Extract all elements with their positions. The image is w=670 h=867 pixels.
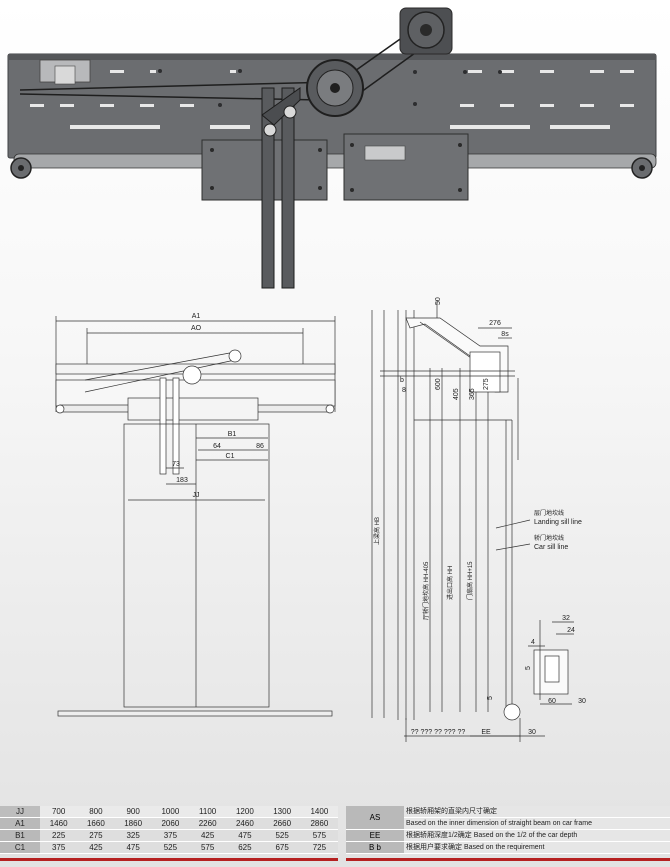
table-cell: 2860 xyxy=(300,817,338,830)
note-key: AS xyxy=(346,806,404,830)
table-cell: 1200 xyxy=(226,806,264,818)
table-cell: 375 xyxy=(40,841,78,854)
table-cell: 1400 xyxy=(300,806,338,818)
row-header: JJ xyxy=(0,806,40,818)
table-cell: 525 xyxy=(151,841,189,854)
table-cell: 900 xyxy=(114,806,152,818)
note-en: Based on the 1/2 of the car depth xyxy=(473,832,578,839)
table-row: JJ 700 800 900 1000 1100 1200 1300 1400 xyxy=(0,806,338,818)
notes-table-accent-bar xyxy=(346,858,670,861)
table-row: B1 225 275 325 375 425 475 525 575 xyxy=(0,829,338,842)
table-row: A1 1460 1660 1860 2060 2260 2460 2660 28… xyxy=(0,817,338,830)
door-knife-roller-2 xyxy=(283,105,297,119)
table-cell: 2260 xyxy=(189,817,227,830)
table-cell: 725 xyxy=(300,841,338,854)
table-row: EE 根据轿厢深度1/2确定 Based on the 1/2 of the c… xyxy=(346,829,670,842)
note-key: EE xyxy=(346,829,404,842)
plate-slots xyxy=(30,70,634,129)
table-cell: 2660 xyxy=(263,817,301,830)
table-cell: 225 xyxy=(40,829,78,842)
table-cell: 475 xyxy=(226,829,264,842)
note-cn: 根据轿厢架的直梁内尺寸确定 xyxy=(404,806,670,818)
table-cell: 525 xyxy=(263,829,301,842)
row-header: C1 xyxy=(0,841,40,854)
guide-rail xyxy=(13,153,657,169)
door-knife-roller-1 xyxy=(263,123,277,137)
spec-table: JJ 700 800 900 1000 1100 1200 1300 1400 … xyxy=(0,806,338,854)
table-cell: 425 xyxy=(189,829,227,842)
table-cell: 1660 xyxy=(77,817,115,830)
table-cell: 475 xyxy=(114,841,152,854)
table-row: C1 375 425 475 525 575 625 675 725 xyxy=(0,841,338,854)
table-cell: 425 xyxy=(77,841,115,854)
notes-table: AS 根据轿厢架的直梁内尺寸确定 Based on the inner dime… xyxy=(346,806,670,854)
left-bracket-block xyxy=(54,65,76,85)
note-text: 根据轿厢深度1/2确定 Based on the 1/2 of the car … xyxy=(404,829,670,842)
note-text: 根据用户要求确定 Based on the requirement xyxy=(404,841,670,854)
table-row: AS 根据轿厢架的直梁内尺寸确定 xyxy=(346,806,670,830)
note-en: Based on the inner dimension of straight… xyxy=(404,817,670,830)
table-row: B b 根据用户要求确定 Based on the requirement xyxy=(346,841,670,854)
row-header: B1 xyxy=(0,829,40,842)
door-knife-left-blade xyxy=(261,87,275,289)
belt-upper xyxy=(19,81,336,91)
row-header: A1 xyxy=(0,817,40,830)
door-knife-linkage xyxy=(261,87,301,126)
door-lock xyxy=(364,145,406,161)
note-en: Based on the requirement xyxy=(463,844,545,851)
door-operator-illustration xyxy=(7,7,657,289)
note-cn: 根据轿厢深度1/2确定 xyxy=(406,832,472,839)
drive-pulley-hub xyxy=(330,83,340,93)
spec-table-accent-bar xyxy=(0,858,338,861)
table-cell: 275 xyxy=(77,829,115,842)
table-cell: 575 xyxy=(189,841,227,854)
table-cell: 2460 xyxy=(226,817,264,830)
note-cn: 根据用户要求确定 xyxy=(406,844,462,851)
note-key: B b xyxy=(346,841,404,854)
table-cell: 700 xyxy=(40,806,78,818)
table-cell: 1460 xyxy=(40,817,78,830)
table-cell: 1000 xyxy=(151,806,189,818)
table-cell: 2060 xyxy=(151,817,189,830)
table-row: Based on the inner dimension of straight… xyxy=(346,817,670,830)
table-cell: 1300 xyxy=(263,806,301,818)
table-cell: 375 xyxy=(151,829,189,842)
table-cell: 675 xyxy=(263,841,301,854)
table-cell: 625 xyxy=(226,841,264,854)
plate-screws xyxy=(158,69,502,107)
table-cell: 325 xyxy=(114,829,152,842)
table-cell: 800 xyxy=(77,806,115,818)
motor-hub xyxy=(420,24,432,36)
plate-top-edge xyxy=(8,54,656,60)
table-cell: 1100 xyxy=(189,806,227,818)
right-door-hanger xyxy=(343,133,469,201)
door-knife-right-blade xyxy=(281,87,295,289)
table-cell: 1860 xyxy=(114,817,152,830)
table-cell: 575 xyxy=(300,829,338,842)
